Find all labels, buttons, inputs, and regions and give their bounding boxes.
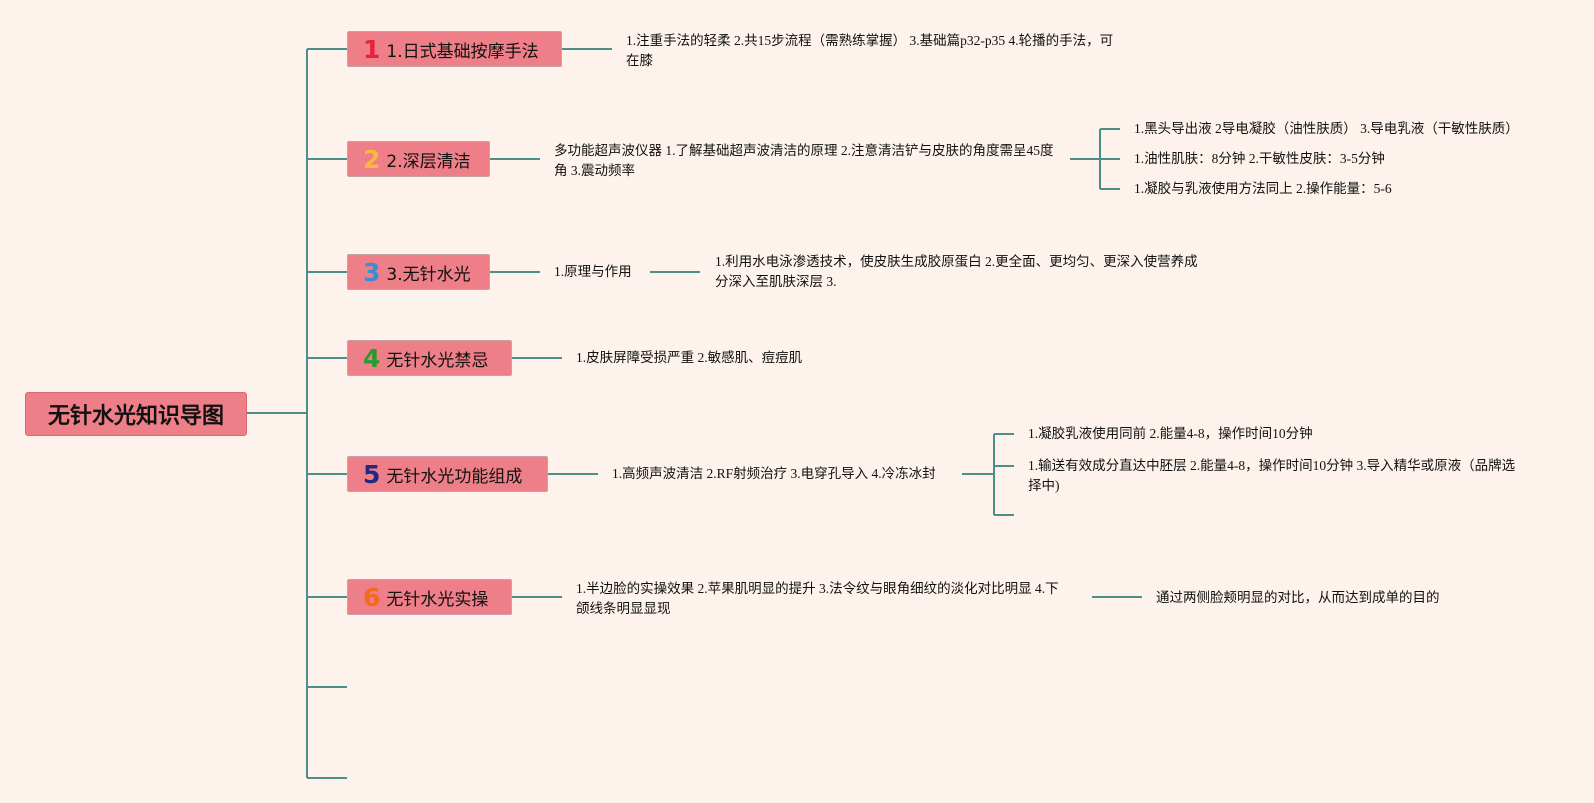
note-branch-5[interactable]: 1.高频声波清洁 2.RF射频治疗 3.电穿孔导入 4.冷冻冰封	[612, 466, 936, 481]
note-branch-6[interactable]: 1.半边脸的实操效果 2.苹果肌明显的提升 3.法令纹与眼角细纹的淡化对比明显 …	[576, 581, 1059, 616]
number-4-icon: 4	[363, 343, 381, 373]
branch-node-3[interactable]: 3 3.无针水光	[347, 254, 490, 290]
root-node[interactable]: 无针水光知识导图	[25, 392, 247, 436]
branch-node-1[interactable]: 1 1.日式基础按摩手法	[347, 31, 562, 67]
branch-node-2[interactable]: 2 2.深层清洁	[347, 141, 490, 177]
note-branch-2-sub-1[interactable]: 1.黑头导出液 2导电凝胶（油性肤质） 3.导电乳液（干敏性肤质）	[1134, 121, 1519, 136]
note-branch-2-sub-2[interactable]: 1.油性肌肤：8分钟 2.干敏性皮肤：3-5分钟	[1134, 151, 1385, 166]
number-6-icon: 6	[363, 582, 381, 612]
note-branch-6-sub[interactable]: 通过两侧脸颊明显的对比，从而达到成单的目的	[1156, 590, 1440, 605]
note-branch-3-sub[interactable]: 1.利用水电泳渗透技术，使皮肤生成胶原蛋白 2.更全面、更均匀、更深入使营养成分…	[715, 254, 1198, 289]
number-5-icon: 5	[363, 459, 381, 489]
note-branch-5-sub-2[interactable]: 1.输送有效成分直达中胚层 2.能量4-8，操作时间10分钟 3.导入精华或原液…	[1028, 458, 1516, 493]
branch-node-6[interactable]: 6 无针水光实操	[347, 579, 512, 615]
number-2-icon: 2	[363, 144, 381, 174]
branch-label: 3.无针水光	[386, 264, 471, 285]
note-branch-3[interactable]: 1.原理与作用	[554, 264, 632, 279]
branch-label: 1.日式基础按摩手法	[386, 41, 539, 62]
note-branch-2[interactable]: 多功能超声波仪器 1.了解基础超声波清洁的原理 2.注意清洁铲与皮肤的角度需呈4…	[554, 143, 1054, 178]
branch-label: 无针水光禁忌	[386, 350, 489, 371]
note-branch-1[interactable]: 1.注重手法的轻柔 2.共15步流程（需熟练掌握） 3.基础篇p32-p35 4…	[626, 33, 1114, 68]
note-branch-4[interactable]: 1.皮肤屏障受损严重 2.敏感肌、痘痘肌	[576, 350, 803, 365]
note-branch-5-sub-1[interactable]: 1.凝胶乳液使用同前 2.能量4-8，操作时间10分钟	[1028, 426, 1313, 441]
number-3-icon: 3	[363, 257, 381, 287]
note-branch-2-sub-3[interactable]: 1.凝胶与乳液使用方法同上 2.操作能量：5-6	[1134, 181, 1392, 196]
root-title: 无针水光知识导图	[47, 404, 224, 429]
branch-label: 2.深层清洁	[386, 151, 471, 172]
branch-node-4[interactable]: 4 无针水光禁忌	[347, 340, 512, 376]
branch-label: 无针水光功能组成	[386, 466, 523, 487]
branch-node-5[interactable]: 5 无针水光功能组成	[347, 456, 548, 492]
branch-label: 无针水光实操	[386, 589, 489, 610]
number-1-icon: 1	[363, 34, 381, 64]
